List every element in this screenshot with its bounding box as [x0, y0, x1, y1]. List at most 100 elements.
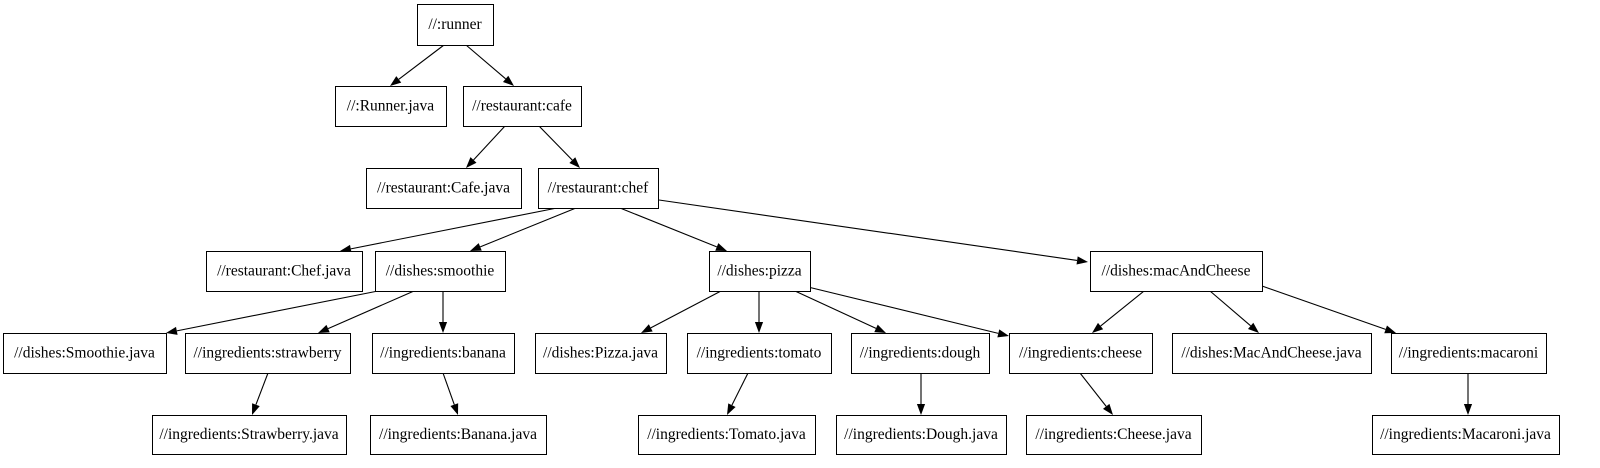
graph-node-restaurant_chef[interactable]: //restaurant:chef	[538, 168, 659, 209]
node-box[interactable]	[851, 333, 990, 374]
node-box[interactable]	[836, 415, 1007, 455]
graph-edge	[166, 290, 379, 335]
node-label: //restaurant:Chef.java	[217, 263, 351, 280]
graph-node-ing_tomatojava[interactable]: //ingredients:Tomato.java	[638, 415, 816, 455]
node-box[interactable]	[1026, 415, 1202, 455]
edge-arrowhead-icon	[470, 243, 482, 251]
graph-node-dishes_smoothie[interactable]: //dishes:smoothie	[375, 251, 506, 292]
graph-node-ing_tomato[interactable]: //ingredients:tomato	[687, 333, 832, 374]
graph-node-ing_dough[interactable]: //ingredients:dough	[851, 333, 990, 374]
node-label: //ingredients:tomato	[697, 345, 822, 362]
graph-node-ing_macaronijava[interactable]: //ingredients:Macaroni.java	[1372, 415, 1560, 455]
node-box[interactable]	[687, 333, 832, 374]
graph-node-restaurant_cafe[interactable]: //restaurant:cafe	[463, 86, 582, 127]
graph-edge	[390, 44, 445, 86]
node-label: //ingredients:Tomato.java	[647, 426, 806, 443]
graph-node-dishes_pizzajava[interactable]: //dishes:Pizza.java	[535, 333, 667, 374]
edge-line	[619, 207, 717, 248]
edge-arrowhead-icon	[715, 243, 727, 251]
graph-node-dishes_pizza[interactable]: //dishes:pizza	[709, 251, 811, 292]
edge-line	[442, 372, 455, 405]
edge-arrowhead-icon	[166, 326, 178, 335]
node-label: //dishes:MacAndCheese.java	[1181, 345, 1361, 362]
edge-arrowhead-icon	[318, 324, 330, 333]
nodes-layer: //:runner //:Runner.java //restaurant:cafe…	[3, 4, 1560, 455]
graph-node-ing_cheese[interactable]: //ingredients:cheese	[1009, 333, 1153, 374]
node-box[interactable]	[335, 86, 447, 127]
graph-node-dishes_macandcheese[interactable]: //dishes:macAndCheese	[1090, 251, 1263, 292]
edge-line	[176, 290, 379, 332]
graph-node-restaurant_cafejava[interactable]: //restaurant:Cafe.java	[366, 168, 522, 209]
graph-edge	[466, 125, 506, 168]
graph-edge	[727, 372, 749, 415]
node-box[interactable]	[3, 333, 167, 374]
edge-line	[479, 207, 577, 248]
node-box[interactable]	[185, 333, 351, 374]
graph-node-runner_java[interactable]: //:Runner.java	[335, 86, 447, 127]
node-label: //dishes:macAndCheese	[1102, 263, 1251, 280]
node-label: //dishes:Pizza.java	[543, 345, 658, 362]
graph-edge	[641, 290, 722, 333]
node-box[interactable]	[638, 415, 816, 455]
node-box[interactable]	[1009, 333, 1153, 374]
node-label: //ingredients:Strawberry.java	[159, 426, 338, 443]
node-box[interactable]	[417, 4, 494, 46]
edge-arrowhead-icon	[438, 322, 448, 333]
node-box[interactable]	[1372, 415, 1560, 455]
node-label: //ingredients:Cheese.java	[1035, 426, 1191, 443]
node-label: //dishes:pizza	[717, 263, 801, 280]
edge-arrowhead-icon	[1102, 403, 1113, 415]
node-box[interactable]	[709, 251, 811, 292]
graph-edge	[340, 207, 558, 253]
edge-arrowhead-icon	[916, 404, 926, 415]
node-label: //ingredients:dough	[860, 345, 981, 362]
edge-arrowhead-icon	[340, 244, 352, 253]
edge-arrowhead-icon	[1384, 325, 1396, 334]
graph-node-ing_strawberryjava[interactable]: //ingredients:Strawberry.java	[152, 415, 347, 455]
edge-line	[538, 125, 573, 161]
node-box[interactable]	[206, 251, 363, 292]
edge-line	[731, 372, 749, 406]
graph-node-restaurant_chefjava[interactable]: //restaurant:Chef.java	[206, 251, 363, 292]
edge-arrowhead-icon	[727, 403, 736, 415]
node-box[interactable]	[1172, 333, 1372, 374]
graph-node-runner[interactable]: //:runner	[417, 4, 494, 46]
node-label: //dishes:smoothie	[386, 263, 495, 280]
edge-arrowhead-icon	[450, 403, 459, 415]
node-box[interactable]	[1090, 251, 1263, 292]
edge-arrowhead-icon	[569, 157, 580, 168]
graph-node-ing_doughjava[interactable]: //ingredients:Dough.java	[836, 415, 1007, 455]
node-label: //restaurant:cafe	[472, 98, 572, 115]
graph-node-ing_strawberry[interactable]: //ingredients:strawberry	[185, 333, 351, 374]
edges-layer	[166, 44, 1473, 415]
edge-arrowhead-icon	[252, 403, 260, 415]
edge-line	[398, 44, 445, 80]
graph-node-dishes_macjava[interactable]: //dishes:MacAndCheese.java	[1172, 333, 1372, 374]
graph-node-ing_banana[interactable]: //ingredients:banana	[372, 333, 515, 374]
node-box[interactable]	[152, 415, 347, 455]
graph-edge	[538, 125, 580, 168]
edge-line	[350, 207, 558, 250]
node-box[interactable]	[366, 168, 522, 209]
node-box[interactable]	[535, 333, 667, 374]
edge-line	[1261, 285, 1386, 330]
node-box[interactable]	[1391, 333, 1547, 374]
graph-node-ing_cheesejava[interactable]: //ingredients:Cheese.java	[1026, 415, 1202, 455]
node-box[interactable]	[372, 333, 515, 374]
node-box[interactable]	[370, 415, 547, 455]
node-label: //ingredients:Banana.java	[379, 426, 537, 443]
graph-node-ing_macaroni[interactable]: //ingredients:macaroni	[1391, 333, 1547, 374]
graph-node-ing_bananajava[interactable]: //ingredients:Banana.java	[370, 415, 547, 455]
node-box[interactable]	[375, 251, 506, 292]
node-box[interactable]	[463, 86, 582, 127]
edge-line	[807, 286, 999, 334]
edge-line	[1079, 372, 1107, 407]
graph-edge	[807, 286, 1009, 338]
edge-arrowhead-icon	[641, 324, 653, 333]
edge-arrowhead-icon	[1076, 256, 1088, 265]
graph-node-dishes_smoothiejava[interactable]: //dishes:Smoothie.java	[3, 333, 167, 374]
node-box[interactable]	[538, 168, 659, 209]
node-label: //ingredients:cheese	[1019, 345, 1142, 362]
